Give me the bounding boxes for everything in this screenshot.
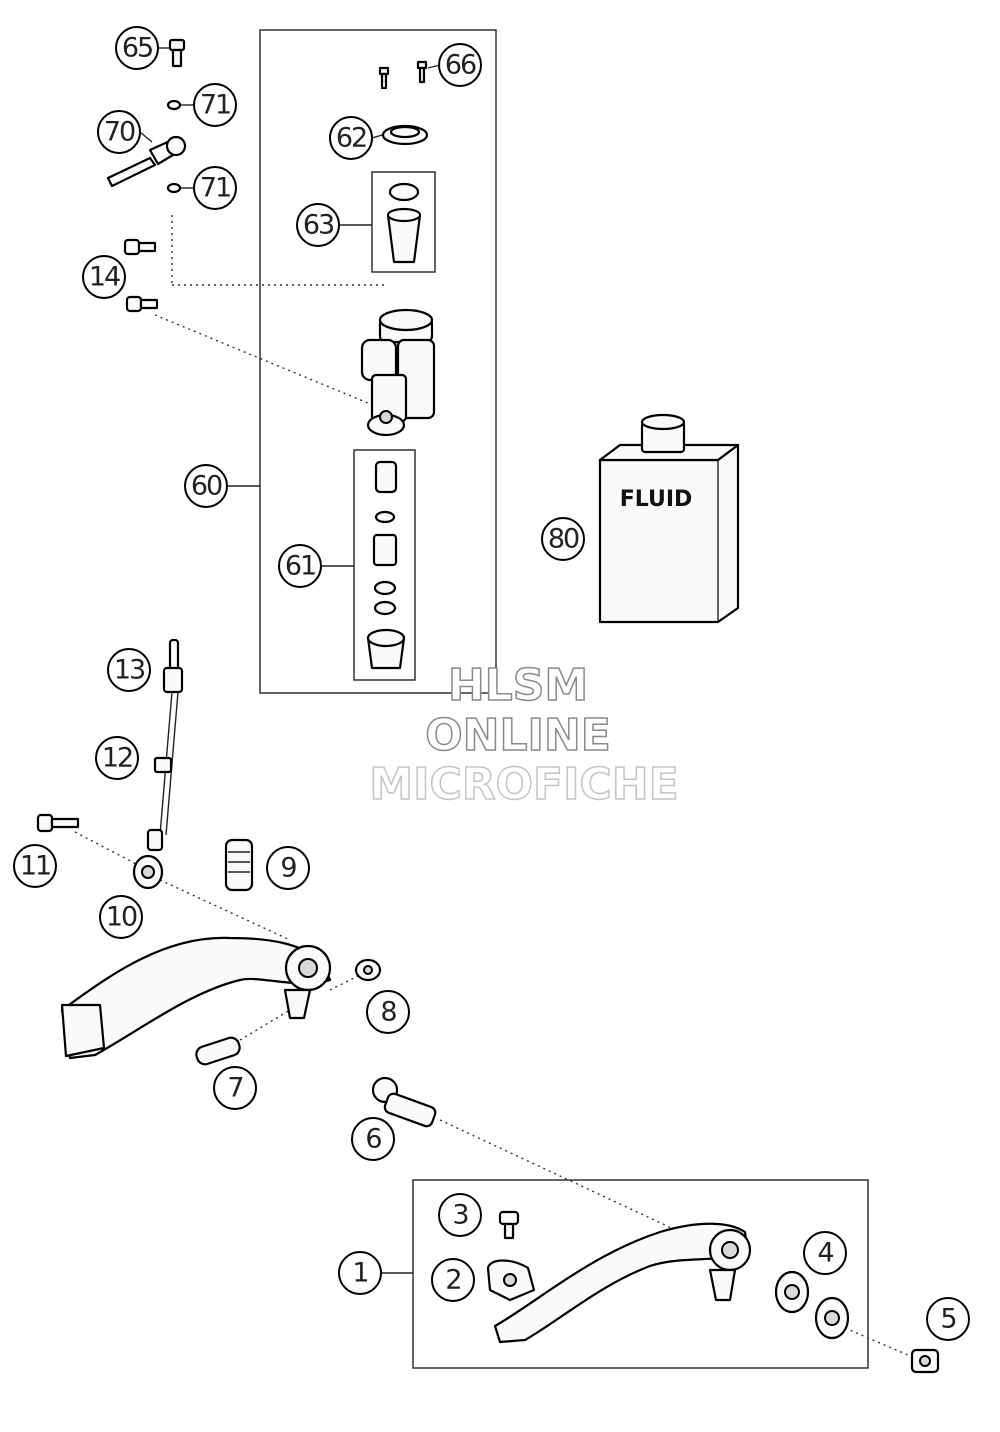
eccentric-2 <box>486 1259 536 1302</box>
nut-5 <box>910 1348 940 1374</box>
callout-80: 80 <box>541 517 585 561</box>
callout-66: 66 <box>438 43 482 87</box>
svg-text:4: 4 <box>817 1238 833 1269</box>
svg-text:80: 80 <box>548 524 579 555</box>
svg-text:12: 12 <box>102 743 132 774</box>
callout-60: 60 <box>184 464 228 508</box>
watermark-line3: MICROFICHE <box>369 759 678 810</box>
leader-lines <box>74 47 916 1359</box>
callout-65: 65 <box>115 26 159 70</box>
svg-text:11: 11 <box>20 851 50 882</box>
callout-63: 63 <box>296 203 340 247</box>
svg-text:61: 61 <box>285 551 315 582</box>
washer-71-bottom <box>166 182 182 194</box>
screw-65 <box>168 38 186 68</box>
svg-text:1: 1 <box>352 1258 367 1289</box>
master-cylinder-60 <box>360 308 436 437</box>
callout-71-top: 71 <box>193 83 237 127</box>
callout-14: 14 <box>82 255 126 299</box>
callout-6: 6 <box>351 1117 395 1161</box>
bolt-11 <box>36 813 80 833</box>
svg-text:60: 60 <box>191 471 222 502</box>
kit-63-box <box>371 171 436 273</box>
hose-70 <box>106 135 187 188</box>
callout-2: 2 <box>431 1258 475 1302</box>
svg-text:70: 70 <box>104 117 135 148</box>
piston-kit-61 <box>366 460 406 670</box>
assembly-60-box <box>259 29 497 694</box>
screw-3 <box>498 1210 520 1240</box>
bolt-14 <box>123 238 159 313</box>
callout-70: 70 <box>97 110 141 154</box>
callout-12: 12 <box>95 736 139 780</box>
svg-text:2: 2 <box>445 1265 460 1296</box>
shaft-bolt-6 <box>371 1076 437 1128</box>
washer-71-top <box>166 99 182 111</box>
callout-3: 3 <box>438 1193 482 1237</box>
brake-pedal-upper <box>60 936 332 1060</box>
reservoir-cap-63 <box>386 182 422 264</box>
push-rod-13 <box>159 638 184 836</box>
nut-12 <box>153 756 173 774</box>
clevis-10 <box>132 828 164 890</box>
callout-4: 4 <box>803 1231 847 1275</box>
spring-9 <box>224 838 254 892</box>
callout-10: 10 <box>99 895 143 939</box>
callout-9: 9 <box>266 846 310 890</box>
callout-11: 11 <box>13 844 57 888</box>
kit-61-box <box>353 449 416 681</box>
watermark-line1: HLSM <box>448 660 588 711</box>
svg-text:3: 3 <box>452 1200 468 1231</box>
fluid-label: FLUID <box>620 487 693 512</box>
svg-text:9: 9 <box>280 853 296 884</box>
brake-fluid-bottle-80: FLUID <box>598 413 740 624</box>
pin-7 <box>195 1036 241 1066</box>
svg-text:5: 5 <box>940 1304 955 1335</box>
callout-1: 1 <box>338 1251 382 1295</box>
callout-5: 5 <box>926 1297 970 1341</box>
callout-7: 7 <box>213 1066 257 1110</box>
svg-text:65: 65 <box>122 33 152 64</box>
svg-text:6: 6 <box>365 1124 381 1155</box>
svg-text:13: 13 <box>114 655 145 686</box>
nut-8 <box>354 958 382 982</box>
callout-62: 62 <box>329 116 373 160</box>
callout-61: 61 <box>278 544 322 588</box>
watermark-line2: ONLINE <box>425 710 611 761</box>
assembly-1-box <box>412 1179 869 1369</box>
svg-text:71: 71 <box>200 173 230 204</box>
bearing-4 <box>774 1270 850 1340</box>
svg-text:7: 7 <box>227 1073 242 1104</box>
svg-text:63: 63 <box>303 210 334 241</box>
screw-66 <box>378 60 428 90</box>
svg-text:10: 10 <box>106 902 137 933</box>
callout-8: 8 <box>366 990 410 1034</box>
svg-text:8: 8 <box>380 997 396 1028</box>
svg-text:62: 62 <box>336 123 366 154</box>
callout-13: 13 <box>107 648 151 692</box>
svg-text:14: 14 <box>89 262 120 293</box>
watermark: HLSM ONLINE MICROFICHE <box>369 659 680 811</box>
svg-text:71: 71 <box>200 90 230 121</box>
clip-62 <box>381 124 429 146</box>
brake-pedal-lower <box>493 1222 752 1344</box>
svg-text:66: 66 <box>445 50 476 81</box>
callout-71-bottom: 71 <box>193 166 237 210</box>
